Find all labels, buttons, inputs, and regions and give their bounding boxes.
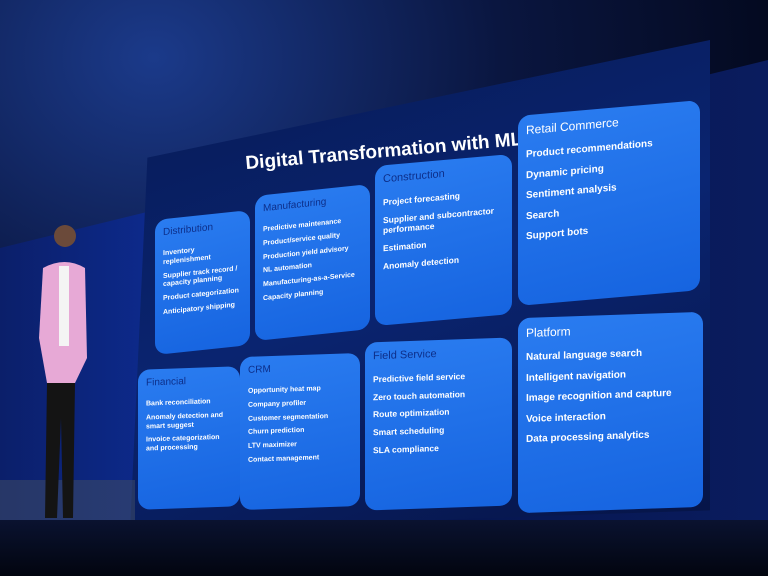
card-heading: Financial bbox=[146, 376, 187, 389]
card-item: Zero touch automation bbox=[373, 388, 466, 402]
card-item: Predictive field service bbox=[373, 371, 466, 385]
card-item: SLA compliance bbox=[373, 442, 439, 455]
card-heading: Retail Commerce bbox=[526, 115, 619, 138]
card-item: Contact management bbox=[248, 454, 320, 464]
card-item: Project forecasting bbox=[383, 190, 460, 208]
card-item: Supplier track record / capacity plannin… bbox=[163, 264, 238, 289]
card-item: Image recognition and capture bbox=[526, 387, 672, 404]
card-item: LTV maximizer bbox=[248, 441, 297, 450]
card-item: Anticipatory shipping bbox=[163, 301, 235, 316]
card-item: Opportunity heat map bbox=[248, 385, 321, 395]
card-item: Anomaly detection and smart suggest bbox=[146, 411, 224, 431]
card-heading: Distribution bbox=[163, 221, 214, 239]
card-heading: Field Service bbox=[373, 348, 437, 363]
card-item: Smart scheduling bbox=[373, 424, 445, 438]
card-item: Customer segmentation bbox=[248, 412, 329, 423]
card-item: Invoice categorization and processing bbox=[146, 434, 220, 453]
card-item: Intelligent navigation bbox=[526, 368, 627, 384]
card-heading: Platform bbox=[526, 324, 571, 340]
card-item: Route optimization bbox=[373, 406, 450, 420]
card-item: Natural language search bbox=[526, 347, 643, 363]
card-item: Voice interaction bbox=[526, 410, 606, 425]
card-item: Company profiler bbox=[248, 399, 306, 409]
card-heading: Manufacturing bbox=[263, 196, 327, 215]
floor bbox=[0, 520, 768, 576]
card-item: Data processing analytics bbox=[526, 429, 650, 445]
card-item: Bank reconciliation bbox=[146, 398, 211, 408]
card-heading: CRM bbox=[248, 364, 271, 376]
presenter bbox=[39, 225, 87, 518]
card-item: Estimation bbox=[383, 239, 427, 254]
card-heading: Construction bbox=[383, 167, 445, 186]
card-item: Inventory replenishment bbox=[163, 246, 211, 266]
card-item: Anomaly detection bbox=[383, 254, 460, 271]
card-item: Supplier and subcontractor performance bbox=[383, 205, 494, 236]
card-item: Churn prediction bbox=[248, 427, 305, 437]
